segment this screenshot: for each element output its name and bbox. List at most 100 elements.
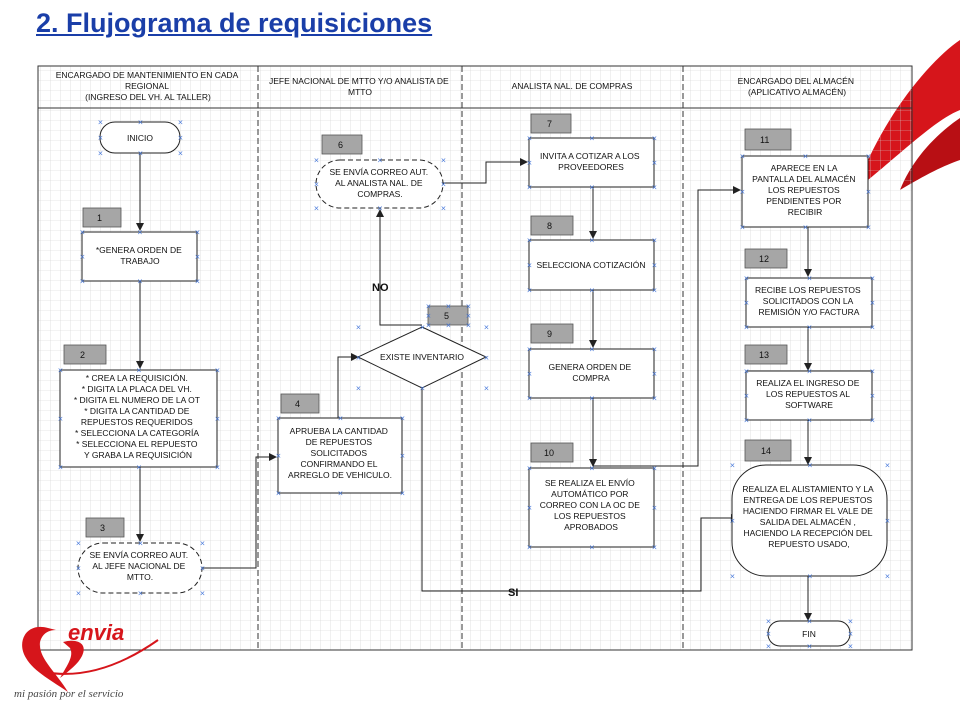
connection-marker: × [885, 462, 891, 470]
svg-text:13: 13 [759, 350, 769, 360]
svg-text:8: 8 [547, 221, 552, 231]
connection-marker: × [200, 590, 206, 598]
node-12-recibe-repuestos: 12 RECIBE LOS REPUESTOS SOLICITADOS CON … [744, 248, 873, 328]
svg-text:RECIBE LOS REPUESTOS SOL: RECIBE LOS REPUESTOS SOLICITADOS CON LA … [755, 285, 863, 317]
connection-marker: × [527, 346, 533, 354]
connection-marker: × [866, 224, 872, 232]
node-13-ingreso-software: 13 REALIZA EL INGRESO DE LOS REPUESTOS A… [744, 344, 873, 421]
connection-marker: × [870, 299, 876, 307]
svg-text:REALIZA EL INGRESO DE LO: REALIZA EL INGRESO DE LOS REPUESTOS AL S… [756, 378, 862, 410]
connection-marker: × [400, 490, 406, 498]
svg-text:FIN: FIN [802, 629, 816, 639]
connection-marker: × [441, 205, 447, 213]
node-7-invita-cotizar: 7 INVITA A COTIZAR A LOS PROVEEDORES [528, 113, 655, 188]
connection-marker: × [215, 415, 221, 423]
svg-text:* CREA LA REQUISICIÓN. *: * CREA LA REQUISICIÓN. * DIGITA LA PLACA… [74, 373, 202, 460]
connection-marker: × [740, 153, 746, 161]
svg-text:5: 5 [444, 311, 449, 321]
connection-marker: × [740, 224, 746, 232]
node-11-aparece-pantalla: 11 APARECE EN LA PANTALLA DEL ALMACÉN LO… [741, 128, 869, 228]
svg-text:SELECCIONA COTIZACIÓN: SELECCIONA COTIZACIÓN [536, 260, 645, 270]
connection-marker: × [58, 415, 64, 423]
connection-marker: × [484, 324, 490, 332]
node-6-correo-analista: 6 SE ENVÍA CORREO AUT. AL ANALISTA NAL. … [315, 134, 444, 209]
edge-label-no: NO [372, 282, 389, 294]
svg-text:SE ENVÍA CORREO AUT. AL: SE ENVÍA CORREO AUT. AL ANALISTA NAL. DE… [329, 167, 430, 199]
connection-marker: × [138, 150, 144, 158]
connection-marker: × [356, 354, 362, 362]
connection-marker: × [441, 181, 447, 189]
connection-marker: × [338, 415, 344, 423]
connection-marker: × [420, 324, 426, 332]
connection-marker: × [98, 150, 104, 158]
connection-marker: × [803, 224, 809, 232]
connection-marker: × [730, 462, 736, 470]
connection-marker: × [76, 590, 82, 598]
connection-marker: × [484, 354, 490, 362]
svg-text:INVITA A COTIZAR A LOS P: INVITA A COTIZAR A LOS PROVEEDORES [540, 151, 642, 172]
connection-marker: × [589, 544, 595, 552]
connection-marker: × [652, 395, 658, 403]
connection-marker: × [136, 367, 142, 375]
connection-marker: × [426, 322, 432, 330]
connection-marker: × [136, 464, 142, 472]
lane-header-almacen: ENCARGADO DEL ALMACÉN (APLICATIVO ALMACÉ… [738, 76, 857, 97]
connection-marker: × [527, 237, 533, 245]
connection-marker: × [484, 385, 490, 393]
svg-text:2: 2 [80, 350, 85, 360]
connection-marker: × [848, 630, 854, 638]
connection-marker: × [466, 303, 472, 311]
connection-marker: × [178, 134, 184, 142]
connection-marker: × [885, 517, 891, 525]
svg-text:14: 14 [761, 446, 771, 456]
connection-marker: × [652, 159, 658, 167]
connection-marker: × [527, 262, 533, 270]
connection-marker: × [589, 135, 595, 143]
connection-marker: × [527, 184, 533, 192]
lane-header-jefe-nacional: JEFE NACIONAL DE MTTO Y/O ANALISTA DE MT… [269, 76, 451, 97]
connection-marker: × [652, 370, 658, 378]
connection-marker: × [76, 565, 82, 573]
connection-marker: × [527, 159, 533, 167]
connection-marker: × [314, 181, 320, 189]
connection-marker: × [200, 565, 206, 573]
connection-marker: × [652, 544, 658, 552]
connection-marker: × [652, 504, 658, 512]
connection-marker: × [138, 540, 144, 548]
connection-marker: × [885, 573, 891, 581]
connection-marker: × [338, 490, 344, 498]
connection-marker: × [652, 346, 658, 354]
connection-marker: × [466, 322, 472, 330]
node-8-selecciona-cotizacion: 8 SELECCIONA COTIZACIÓN [528, 215, 655, 291]
connection-marker: × [803, 153, 809, 161]
node-3-correo-jefe: 3 SE ENVÍA CORREO AUT. AL JEFE NACIONAL … [77, 517, 203, 594]
connection-marker: × [870, 417, 876, 425]
connection-marker: × [420, 385, 426, 393]
svg-text:11: 11 [760, 135, 769, 145]
connection-marker: × [377, 157, 383, 165]
connection-marker: × [807, 368, 813, 376]
node-4-aprueba-cantidad: 4 APRUEBA LA CANTIDAD DE REPUESTOS SOLIC… [277, 393, 403, 494]
connection-marker: × [527, 395, 533, 403]
connection-marker: × [652, 287, 658, 295]
connection-marker: × [766, 643, 772, 651]
connection-marker: × [807, 275, 813, 283]
connection-marker: × [744, 324, 750, 332]
connection-marker: × [870, 392, 876, 400]
connection-marker: × [446, 303, 452, 311]
connection-marker: × [58, 367, 64, 375]
brand-wordmark: envia [68, 620, 124, 645]
connection-marker: × [652, 262, 658, 270]
svg-text:*GENERA ORDEN DE TRABAJO: *GENERA ORDEN DE TRABAJO [96, 245, 184, 266]
connection-marker: × [527, 504, 533, 512]
connection-marker: × [137, 229, 143, 237]
connection-marker: × [527, 135, 533, 143]
connection-marker: × [446, 322, 452, 330]
envia-logo: envia [22, 620, 159, 692]
svg-text:9: 9 [547, 329, 552, 339]
connection-marker: × [744, 299, 750, 307]
connection-marker: × [356, 324, 362, 332]
connection-marker: × [870, 324, 876, 332]
node-10-envio-automatico: 10 SE REALIZA EL ENVÍO AUTOMÁTICO POR CO… [528, 442, 655, 548]
